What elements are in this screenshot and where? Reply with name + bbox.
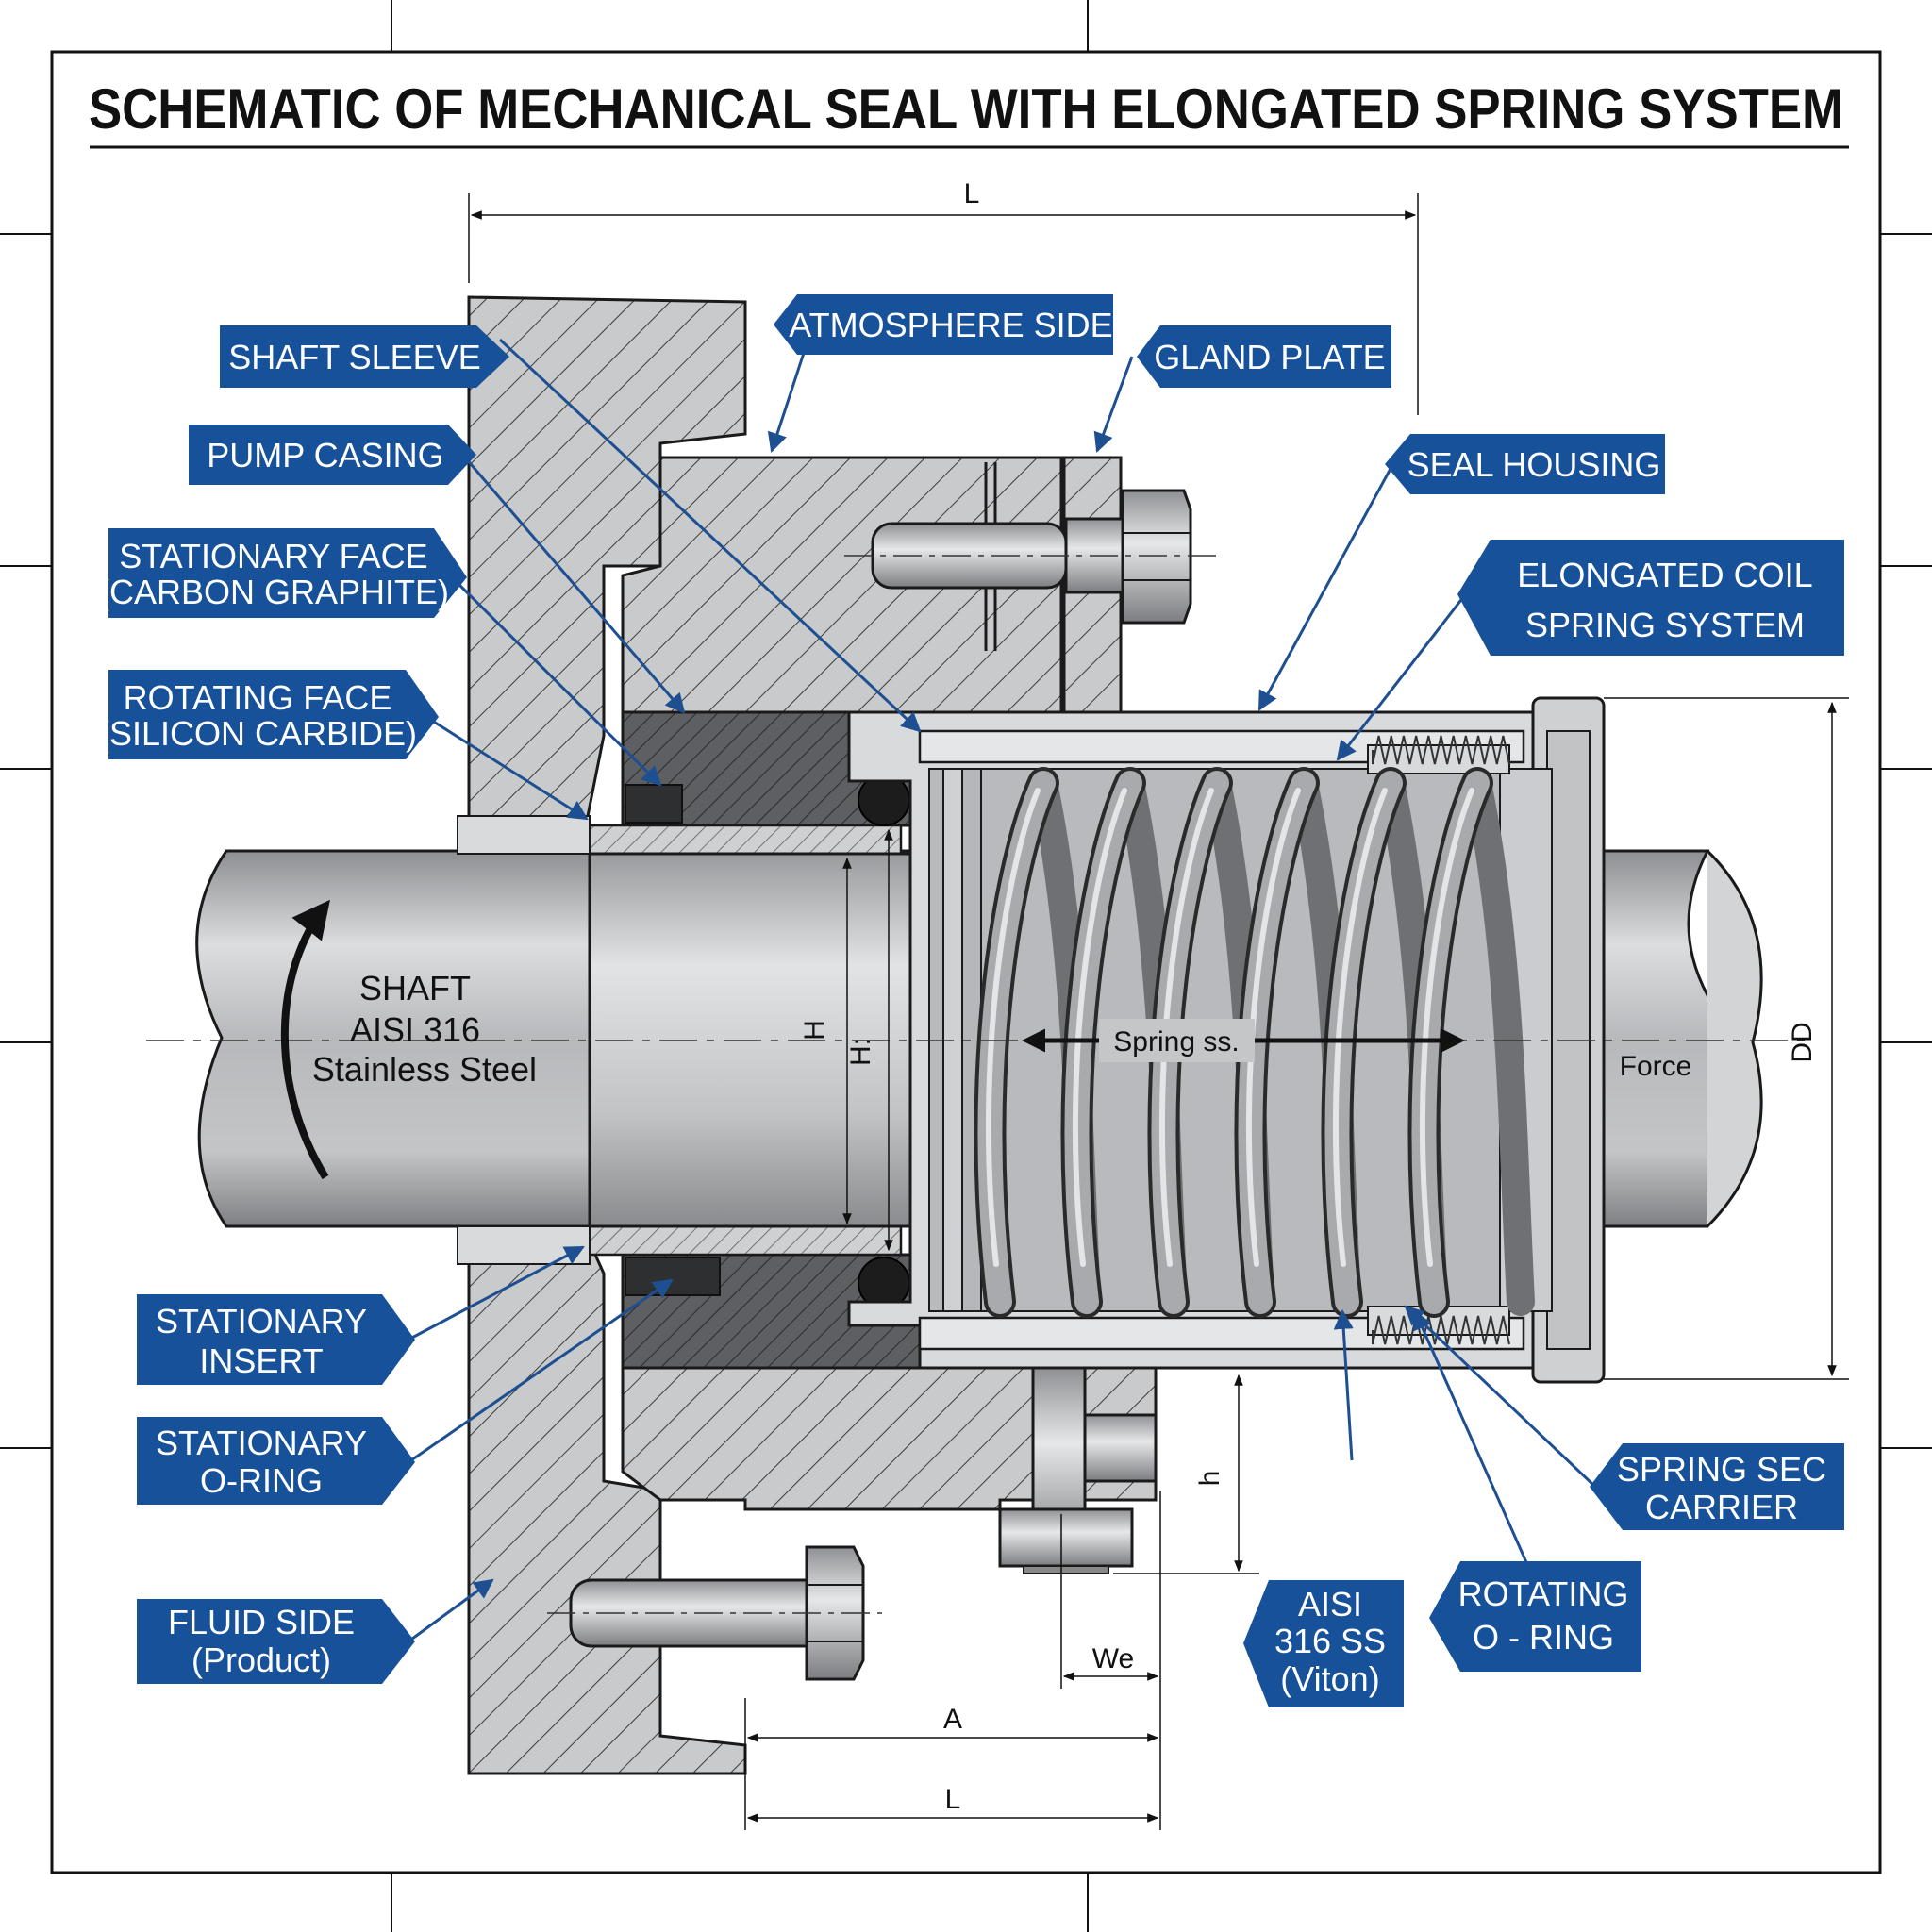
- svg-text:ROTATING FACE: ROTATING FACE: [124, 678, 392, 717]
- svg-text:SPRING SYSTEM: SPRING SYSTEM: [1525, 606, 1805, 644]
- shaft-label: SHAFT AISI 316 Stainless Steel: [312, 969, 537, 1089]
- svg-text:ELONGATED COIL: ELONGATED COIL: [1517, 556, 1812, 594]
- svg-text:O - RING: O - RING: [1473, 1618, 1614, 1657]
- spring-coil-highlight: [1419, 788, 1474, 1267]
- label-atmosphere-side: ATMOSPHERE SIDE: [774, 294, 1113, 355]
- svg-text:L: L: [964, 178, 980, 209]
- svg-text:STATIONARY: STATIONARY: [156, 1302, 367, 1341]
- spring-coil-highlight: [1072, 788, 1127, 1267]
- svg-text:SEAL HOUSING: SEAL HOUSING: [1407, 445, 1661, 484]
- label-stationary-o-ring: STATIONARY O-RING: [137, 1417, 415, 1505]
- svg-text:INSERT: INSERT: [199, 1341, 323, 1380]
- spring-coil-highlight: [1332, 788, 1388, 1267]
- svg-text:GLAND PLATE: GLAND PLATE: [1154, 338, 1385, 376]
- rotation-arrow: [280, 899, 330, 1180]
- svg-text:DD: DD: [1787, 1022, 1818, 1062]
- svg-text:316 SS: 316 SS: [1274, 1622, 1386, 1660]
- dimension-spring: Spring ss.: [1022, 1019, 1465, 1062]
- label-rotating-o-ring: ROTATING O - RING: [1429, 1561, 1641, 1672]
- svg-text:SPRING SEC: SPRING SEC: [1617, 1450, 1826, 1489]
- svg-text:H: H: [799, 1020, 830, 1041]
- label-seal-housing: SEAL HOUSING: [1385, 434, 1665, 494]
- svg-text:SHAFT SLEEVE: SHAFT SLEEVE: [228, 338, 480, 376]
- svg-text:AISI: AISI: [1298, 1585, 1362, 1624]
- svg-text:(CARBON GRAPHITE): (CARBON GRAPHITE): [98, 573, 449, 611]
- svg-text:STATIONARY: STATIONARY: [156, 1424, 367, 1462]
- dimension-L-bottom: L: [746, 1784, 1159, 1823]
- spring-coil-highlight: [1158, 788, 1214, 1267]
- svg-text:SHAFT: SHAFT: [359, 969, 471, 1008]
- label-spring-sec-carrier: SPRING SEC CARRIER: [1590, 1443, 1844, 1530]
- svg-text:(SILICON CARBIDE): (SILICON CARBIDE): [98, 714, 417, 753]
- label-stationary-insert: STATIONARY INSERT: [137, 1294, 415, 1385]
- label-aisi-316-ss: AISI 316 SS (Viton): [1243, 1580, 1404, 1707]
- svg-text:L: L: [945, 1784, 961, 1815]
- spring-sec-carrier: [1372, 735, 1510, 1345]
- svg-text:O-RING: O-RING: [200, 1461, 323, 1500]
- force-label: Force: [1620, 1051, 1692, 1082]
- dimension-H: H H:: [799, 828, 893, 1252]
- svg-text:CARRIER: CARRIER: [1645, 1488, 1798, 1526]
- leader-lines: [408, 338, 1596, 1643]
- label-gland-plate: GLAND PLATE: [1137, 325, 1391, 388]
- label-fluid-side: FLUID SIDE (Product): [137, 1599, 415, 1684]
- svg-text:ROTATING: ROTATING: [1458, 1574, 1629, 1613]
- svg-text:Spring ss.: Spring ss.: [1113, 1026, 1239, 1058]
- label-stationary-face: STATIONARY FACE (CARBON GRAPHITE): [98, 528, 467, 618]
- dimension-h: h: [1113, 1374, 1259, 1574]
- svg-text:H:: H:: [845, 1038, 876, 1066]
- elongated-coil-spring: [974, 767, 1535, 1318]
- svg-text:We: We: [1092, 1643, 1134, 1674]
- svg-text:(Product): (Product): [192, 1641, 331, 1679]
- svg-text:A: A: [943, 1704, 962, 1735]
- dimension-A: A: [744, 1698, 1159, 1830]
- label-pump-casing: PUMP CASING: [189, 425, 476, 485]
- label-elongated-coil-spring: ELONGATED COIL SPRING SYSTEM: [1457, 540, 1844, 656]
- svg-text:ATMOSPHERE SIDE: ATMOSPHERE SIDE: [789, 306, 1112, 344]
- svg-text:Stainless Steel: Stainless Steel: [312, 1050, 537, 1089]
- svg-text:PUMP CASING: PUMP CASING: [207, 436, 443, 475]
- dimension-DD: DD: [1604, 697, 1849, 1380]
- svg-text:AISI 316: AISI 316: [350, 1010, 480, 1049]
- label-rotating-face: ROTATING FACE (SILICON CARBIDE): [98, 670, 439, 759]
- spring-coil-highlight: [1245, 788, 1301, 1267]
- spring-coil-back: [1463, 769, 1535, 1316]
- diagram-title: SCHEMATIC OF MECHANICAL SEAL WITH ELONGA…: [89, 77, 1843, 141]
- label-shaft-sleeve: SHAFT SLEEVE: [220, 325, 509, 388]
- dimension-We: We: [1060, 1491, 1161, 1830]
- svg-text:FLUID SIDE: FLUID SIDE: [168, 1603, 355, 1641]
- svg-text:STATIONARY FACE: STATIONARY FACE: [119, 537, 427, 575]
- dimension-L-top: L: [468, 178, 1419, 415]
- spring-coil-highlight: [985, 788, 1041, 1267]
- svg-text:(Viton): (Viton): [1280, 1659, 1379, 1698]
- svg-text:h: h: [1194, 1471, 1225, 1487]
